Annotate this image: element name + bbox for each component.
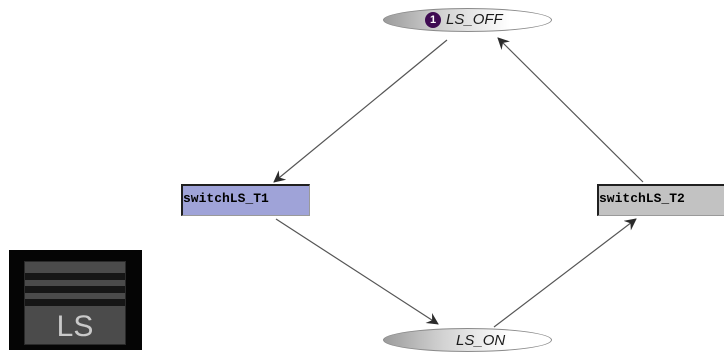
arc-t1-to-ls-on (275, 218, 439, 325)
arc-t2-to-ls-off (497, 37, 644, 183)
transition-switchls-t2[interactable]: switchLS_T2 (597, 184, 724, 216)
token-count-badge: 1 (425, 12, 441, 28)
arc-ls-on-to-t2 (493, 218, 637, 328)
ls-component-icon[interactable]: LS (9, 250, 142, 350)
arc-ls-off-to-t1 (273, 39, 448, 183)
transition-switchls-t1[interactable]: switchLS_T1 (181, 184, 310, 216)
place-ls-on-label: LS_ON (456, 332, 506, 349)
transition-switchls-t2-label: switchLS_T2 (599, 191, 685, 206)
ls-icon-panel: LS (24, 261, 126, 345)
place-ls-on[interactable] (383, 328, 552, 352)
place-ls-off-label: LS_OFF (446, 11, 503, 28)
place-ls-off[interactable] (383, 8, 552, 32)
ls-icon-label: LS (56, 310, 94, 343)
transition-switchls-t1-label: switchLS_T1 (183, 191, 269, 206)
ls-icon-bar (25, 299, 125, 306)
ls-icon-bar (25, 286, 125, 293)
ls-icon-bar (25, 273, 125, 280)
